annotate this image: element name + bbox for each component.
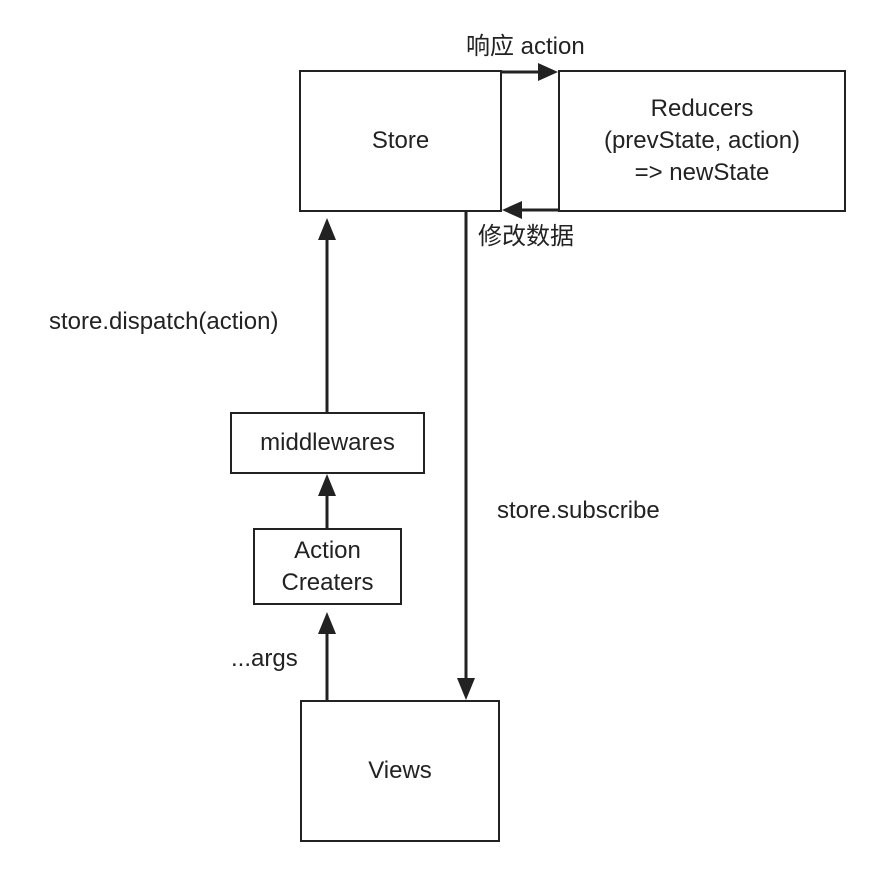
edge-label-modify-data: 修改数据 xyxy=(478,223,574,250)
reducers-label-line-2: (prevState, action) xyxy=(603,127,801,154)
edge-modify-data-arrowhead xyxy=(502,201,522,219)
edge-respond-action-arrowhead xyxy=(538,63,558,81)
action-creators-label-line-1: Action xyxy=(294,536,361,564)
store-node: Store xyxy=(299,70,502,212)
edge-dispatch-arrowhead xyxy=(318,218,336,240)
edge-label-args: ...args xyxy=(231,645,298,672)
edge-label-respond-action: 响应 action xyxy=(466,33,585,60)
action-creators-node: Action Creaters xyxy=(253,528,402,605)
edge-label-dispatch: store.dispatch(action) xyxy=(49,308,279,335)
views-node: Views xyxy=(300,700,500,842)
action-creators-label-line-2: Creaters xyxy=(281,568,374,596)
reducers-node: Reducers (prevState, action) => newState xyxy=(558,70,846,212)
reducers-label-line-1: Reducers xyxy=(650,95,754,122)
edge-args-arrowhead xyxy=(318,612,336,634)
middlewares-label: middlewares xyxy=(260,429,395,456)
edge-creators-to-middlewares-arrowhead xyxy=(318,474,336,496)
reducers-label-line-3: => newState xyxy=(634,159,770,186)
middlewares-node: middlewares xyxy=(230,412,425,474)
views-label: Views xyxy=(368,757,432,784)
store-label: Store xyxy=(371,127,430,154)
edge-subscribe-arrowhead xyxy=(457,678,475,700)
edge-label-subscribe: store.subscribe xyxy=(497,497,660,524)
